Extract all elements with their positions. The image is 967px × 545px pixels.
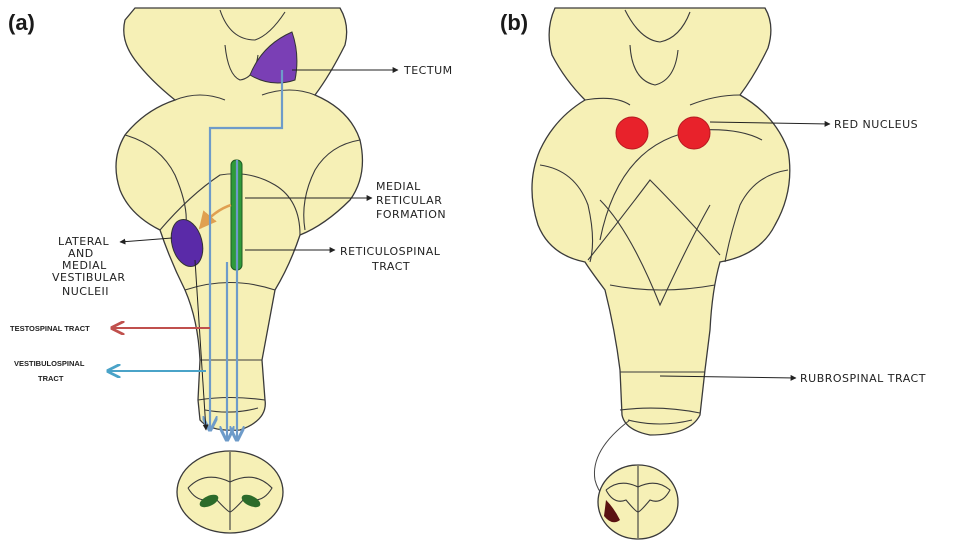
panel-b: (b) RED NUCLEUS RUBROSPINAL TRACT [500,8,926,539]
medial-reticular-label-2: RETICULAR [376,194,442,207]
spinal-cord-a [177,451,283,533]
panel-a-label: (a) [8,10,35,35]
vestibulospinal-label-2: TRACT [38,374,64,383]
tectospinal-label: TESTOSPINAL TRACT [10,324,90,333]
vestibulospinal-label-1: VESTIBULOSPINAL [14,359,85,368]
rubrospinal-label: RUBROSPINAL TRACT [800,372,926,385]
lateral-label-4: VESTIBULAR [52,271,126,284]
medial-reticular-label-1: MEDIAL [376,180,421,193]
red-nucleus-left [616,117,648,149]
tectum-label: TECTUM [403,64,453,77]
reticulospinal-label-1: RETICULOSPINAL [340,245,441,258]
reticulospinal-label-2: TRACT [371,260,410,273]
red-nucleus-right [678,117,710,149]
lateral-label-5: NUCLEII [62,285,109,298]
medial-reticular-label-3: FORMATION [376,208,446,221]
panel-b-label: (b) [500,10,528,35]
panel-a: (a) [8,8,453,533]
brainstem-b [532,8,790,435]
spinal-cord-b [598,465,678,539]
red-nucleus-label: RED NUCLEUS [834,118,918,131]
